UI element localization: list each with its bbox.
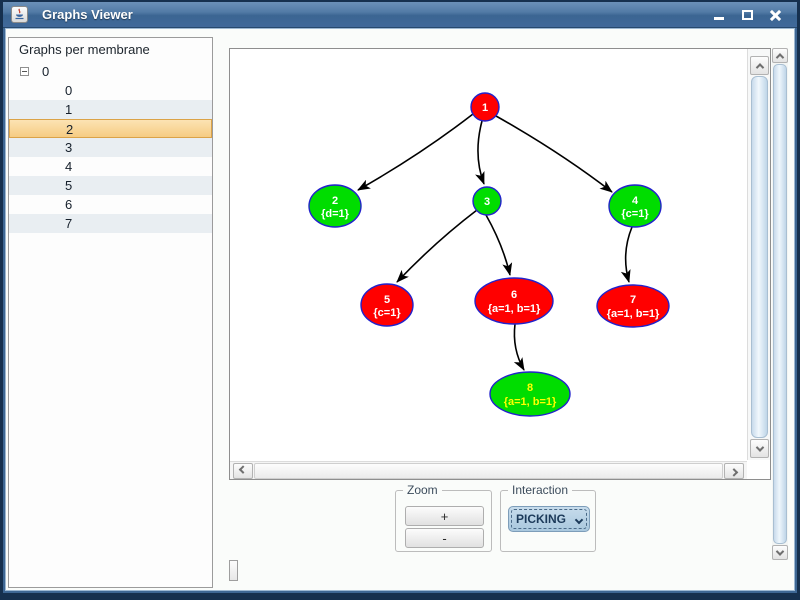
interaction-mode-select[interactable]: PICKING [508, 506, 590, 532]
graph-canvas[interactable]: 1 2 {d=1} 3 4 {c=1} [230, 49, 747, 460]
svg-text:{d=1}: {d=1} [321, 208, 350, 220]
close-icon[interactable] [767, 7, 783, 23]
panel-horizontal-scrollbar[interactable] [229, 560, 238, 581]
graph-node-2[interactable]: 2 {d=1} [308, 184, 362, 228]
panel-vertical-scrollbar[interactable] [772, 48, 788, 560]
svg-text:6: 6 [511, 289, 517, 301]
tree-item-5[interactable]: 5 [9, 176, 212, 195]
svg-text:3: 3 [484, 196, 490, 208]
maximize-icon[interactable] [739, 7, 755, 23]
graph-node-7[interactable]: 7 {a=1, b=1} [596, 284, 670, 328]
content-area: Graphs per membrane 0 0 1 2 3 4 5 6 7 [5, 28, 795, 591]
graph-node-5[interactable]: 5 {c=1} [360, 283, 414, 327]
edge-3-5 [396, 209, 478, 283]
graph-node-1[interactable]: 1 [470, 92, 500, 122]
svg-text:4: 4 [632, 195, 639, 207]
tree-root-row[interactable]: 0 [9, 62, 212, 81]
graph-viewer: 1 2 {d=1} 3 4 {c=1} [229, 48, 771, 480]
svg-text:8: 8 [527, 382, 533, 394]
tree-item-4[interactable]: 4 [65, 159, 73, 174]
membrane-tree-panel: Graphs per membrane 0 0 1 2 3 4 5 6 7 [8, 37, 213, 588]
edge-3-6 [485, 214, 513, 276]
zoom-out-button[interactable]: - [405, 528, 484, 548]
scroll-left-icon[interactable] [233, 463, 253, 479]
svg-text:5: 5 [384, 294, 390, 306]
collapse-icon[interactable] [20, 67, 29, 76]
minimize-icon[interactable] [711, 7, 727, 23]
svg-text:{a=1, b=1}: {a=1, b=1} [607, 308, 660, 320]
svg-text:{a=1, b=1}: {a=1, b=1} [488, 303, 541, 315]
svg-text:1: 1 [482, 102, 488, 114]
scroll-up-icon[interactable] [750, 56, 769, 75]
edge-1-4 [495, 115, 613, 193]
svg-text:{a=1, b=1}: {a=1, b=1} [504, 396, 557, 408]
horizontal-scroll-thumb[interactable] [254, 463, 723, 479]
graph-horizontal-scrollbar[interactable] [230, 461, 747, 479]
panel-scroll-down-icon[interactable] [772, 545, 788, 560]
tree-header: Graphs per membrane [19, 42, 150, 57]
graph-node-4[interactable]: 4 {c=1} [608, 184, 662, 228]
zoom-in-button[interactable]: + [405, 506, 484, 526]
edge-1-2 [357, 113, 474, 191]
panel-scroll-up-icon[interactable] [772, 48, 788, 63]
svg-text:7: 7 [630, 294, 636, 306]
graph-node-8[interactable]: 8 {a=1, b=1} [489, 371, 571, 417]
interaction-group-title: Interaction [508, 483, 573, 497]
tree-item-3[interactable]: 3 [9, 138, 212, 157]
graph-vertical-scrollbar[interactable] [747, 49, 770, 460]
svg-text:{c=1}: {c=1} [373, 307, 401, 319]
window-title: Graphs Viewer [42, 7, 133, 22]
tree-item-7[interactable]: 7 [9, 214, 212, 233]
tree-item-1[interactable]: 1 [9, 100, 212, 119]
edge-1-3 [475, 120, 485, 185]
scroll-right-icon[interactable] [724, 463, 744, 479]
scroll-down-icon[interactable] [750, 439, 769, 458]
zoom-groupbox: Zoom + - [395, 483, 492, 552]
zoom-group-title: Zoom [403, 483, 442, 497]
edge-4-7 [620, 226, 633, 283]
interaction-groupbox: Interaction PICKING [500, 483, 596, 552]
svg-text:2: 2 [332, 195, 338, 207]
vertical-scroll-thumb[interactable] [751, 76, 768, 438]
tree-item-0[interactable]: 0 [65, 83, 73, 98]
interaction-selected-value: PICKING [516, 512, 567, 526]
title-bar[interactable]: Graphs Viewer [3, 2, 797, 28]
tree-item-2-selected[interactable]: 2 [9, 119, 212, 138]
java-cup-icon [11, 6, 28, 23]
edge-6-8 [513, 323, 525, 371]
tree-item-6[interactable]: 6 [65, 197, 73, 212]
tree-root-label: 0 [42, 64, 50, 79]
svg-text:{c=1}: {c=1} [621, 208, 649, 220]
panel-vertical-scroll-thumb[interactable] [773, 64, 787, 544]
graph-node-6[interactable]: 6 {a=1, b=1} [474, 277, 554, 325]
graph-node-3[interactable]: 3 [472, 186, 502, 216]
combo-focus-ring [511, 509, 587, 529]
